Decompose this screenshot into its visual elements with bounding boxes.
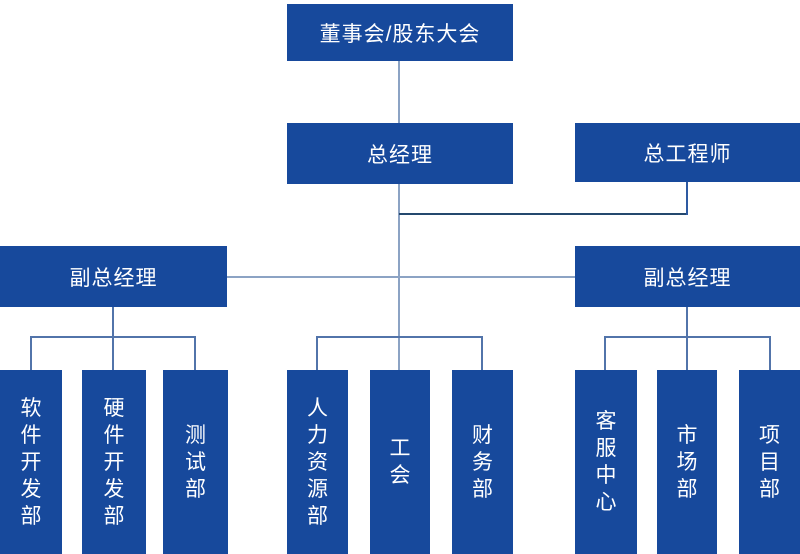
node-dept-customer-service-label: 客服中心 xyxy=(595,410,617,514)
node-chief-engineer: 总工程师 xyxy=(575,123,800,182)
connector-left-group-h xyxy=(30,336,196,338)
node-dept-union: 工会 xyxy=(370,370,430,554)
node-dept-finance-label: 财务部 xyxy=(471,423,493,501)
node-deputy-gm-right-label: 副总经理 xyxy=(643,266,732,290)
connector-mid-dept1-stub xyxy=(316,337,318,370)
connector-deputy-right-stub xyxy=(686,307,688,370)
connector-chief-engineer-stub xyxy=(686,182,688,215)
connector-mid-dept3-stub xyxy=(481,337,483,370)
connector-right-dept3-stub xyxy=(769,337,771,370)
connector-mid-group-h xyxy=(316,336,483,338)
node-general-manager-label: 总经理 xyxy=(367,143,433,167)
connector-right-group-h xyxy=(604,336,771,338)
node-dept-marketing: 市场部 xyxy=(657,370,717,554)
node-dept-hardware: 硬件开发部 xyxy=(82,370,146,554)
node-dept-customer-service: 客服中心 xyxy=(575,370,637,554)
node-board: 董事会/股东大会 xyxy=(287,4,513,61)
node-general-manager: 总经理 xyxy=(287,123,513,184)
node-dept-marketing-label: 市场部 xyxy=(676,423,698,501)
node-deputy-gm-right: 副总经理 xyxy=(575,246,800,307)
connector-deputies-h xyxy=(227,276,575,278)
node-chief-engineer-label: 总工程师 xyxy=(643,142,732,166)
node-dept-hardware-label: 硬件开发部 xyxy=(103,396,125,528)
connector-chief-engineer-h xyxy=(399,213,688,215)
node-deputy-gm-left: 副总经理 xyxy=(0,246,227,307)
connector-right-dept1-stub xyxy=(604,337,606,370)
node-dept-finance: 财务部 xyxy=(452,370,513,554)
node-dept-software: 软件开发部 xyxy=(0,370,62,554)
node-dept-hr-label: 人力资源部 xyxy=(306,396,328,528)
connector-board-gm xyxy=(398,61,400,124)
connector-left-dept3-stub xyxy=(194,337,196,370)
connector-left-dept1-stub xyxy=(30,337,32,370)
node-board-label: 董事会/股东大会 xyxy=(319,22,481,46)
node-dept-hr: 人力资源部 xyxy=(287,370,348,554)
node-dept-testing-label: 测试部 xyxy=(184,423,206,501)
node-deputy-gm-left-label: 副总经理 xyxy=(69,266,158,290)
node-dept-project: 项目部 xyxy=(739,370,800,554)
node-dept-union-label: 工会 xyxy=(389,437,411,487)
node-dept-software-label: 软件开发部 xyxy=(20,396,42,528)
node-dept-project-label: 项目部 xyxy=(758,423,780,501)
connector-deputy-left-stub xyxy=(112,307,114,370)
node-dept-testing: 测试部 xyxy=(163,370,228,554)
